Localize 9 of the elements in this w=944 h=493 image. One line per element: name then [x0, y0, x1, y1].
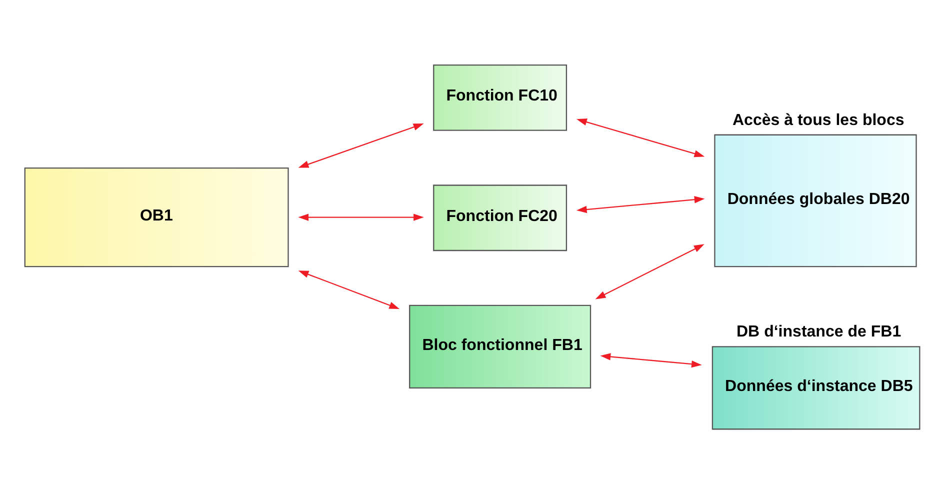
node-label: DB d‘instance de FB1 [736, 322, 902, 341]
arrow [600, 353, 702, 368]
arrow [298, 270, 400, 309]
arrow [576, 196, 705, 214]
arrow [298, 214, 424, 221]
arrow [298, 124, 424, 168]
arrow [595, 244, 704, 300]
arrow [576, 118, 705, 158]
node-label: Accès à tous les blocs [732, 110, 904, 129]
